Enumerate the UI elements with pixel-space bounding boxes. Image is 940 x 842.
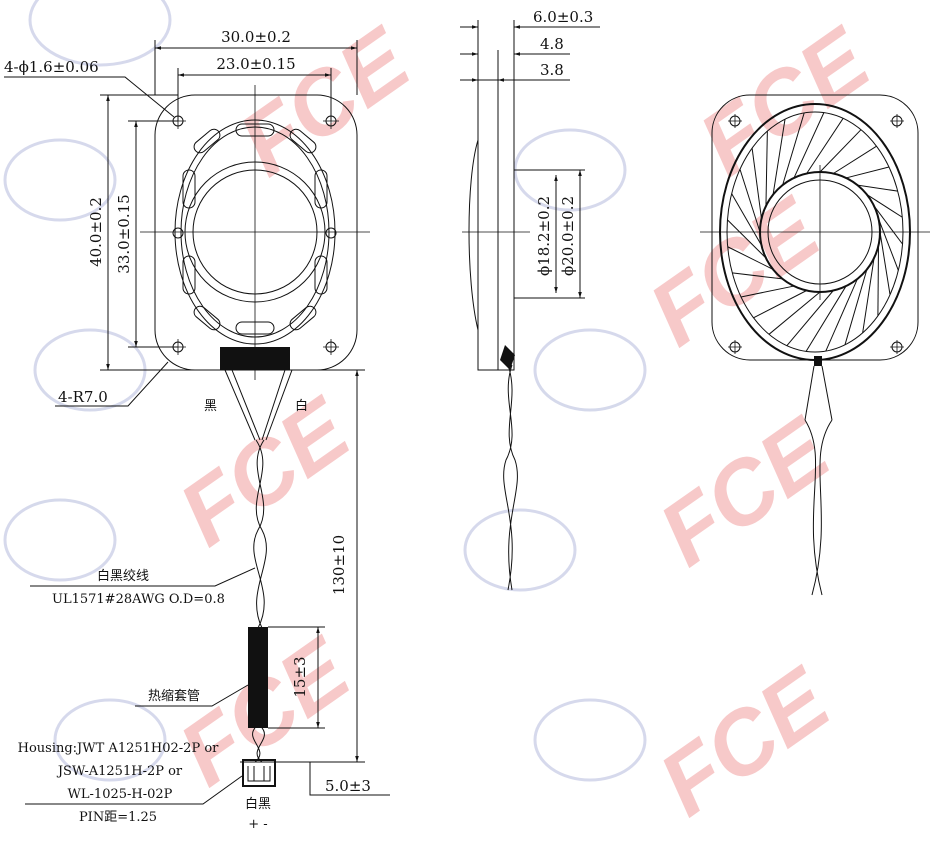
spoke-line [772, 119, 786, 195]
spoke-line [793, 112, 825, 179]
watermark-fce: FCE [642, 399, 849, 586]
front-view: 30.0±0.2 23.0±0.15 4-ϕ1.6±0.06 40.0±0.2 … [4, 28, 390, 832]
outer-dia-dim: ϕ20.0±0.2 [559, 196, 577, 276]
spoke-line [878, 218, 899, 271]
wire-white-label: 白 [295, 398, 308, 414]
twisted-wire [253, 439, 267, 629]
lead-length-dim: 130±10 [330, 535, 348, 595]
radius-dim: 4-R7.0 [58, 388, 108, 406]
spoke-line [782, 112, 805, 186]
spoke-line [786, 290, 834, 347]
connector-housing [242, 759, 276, 787]
watermark-fce: FCE [632, 179, 839, 366]
sleeve-dim: 15±3 [291, 656, 309, 697]
total-depth-dim: 6.0±0.3 [533, 8, 593, 26]
spoke-line [805, 285, 847, 352]
spoke-line [768, 291, 821, 335]
spoke-line [739, 169, 761, 233]
depth-2-dim: 4.8 [540, 35, 564, 53]
spoke-line [727, 246, 774, 270]
spoke-line [877, 245, 879, 316]
spoke-line [845, 166, 890, 179]
pin-pitch: PIN距=1.25 [79, 810, 157, 825]
watermark-fce: FCE [682, 9, 889, 196]
spoke-line [873, 205, 903, 245]
side-view: 6.0±0.3 4.8 3.8 ϕ18.2±0.2 ϕ20.0±0.2 [460, 8, 600, 591]
back-view [700, 94, 930, 596]
cable-label-cn: 白黑绞线 [97, 568, 149, 584]
terminal-tab [220, 347, 290, 370]
cable-label-spec: UL1571#28AWG O.D=0.8 [52, 592, 225, 607]
spoke-line [866, 194, 903, 218]
spoke-line [740, 285, 795, 298]
housing-line-1: Housing:JWT A1251H02-2P or [18, 741, 220, 756]
spoke-line [819, 129, 862, 173]
strip-dim: 5.0±3 [325, 777, 371, 795]
spoke-line [806, 118, 844, 174]
watermark-fce: FCE [642, 649, 849, 836]
spoke-line [765, 131, 768, 206]
depth-3-dim: 3.8 [540, 61, 564, 79]
height-dim: 40.0±0.2 [87, 197, 105, 267]
spoke-line [751, 148, 762, 219]
spoke-line [857, 184, 898, 192]
spoke-line [753, 290, 807, 319]
inner-dia-dim: ϕ18.2±0.2 [535, 196, 553, 276]
width-dim: 30.0±0.2 [221, 28, 291, 46]
spoke-line [731, 193, 762, 246]
holes-dim: 4-ϕ1.6±0.06 [4, 58, 99, 76]
spoke-line [732, 272, 783, 280]
connector-colors: 白黑 [245, 796, 271, 812]
watermark-logo-icon [3, 0, 647, 782]
connector-polarity: + - [248, 817, 267, 832]
wire-black-label: 黑 [204, 399, 217, 414]
hole-spacing-y-dim: 33.0±0.15 [115, 194, 133, 273]
spoke-line [727, 219, 767, 259]
spiral-spokes [727, 112, 903, 352]
spoke-line [833, 145, 877, 174]
spoke-line [825, 278, 858, 352]
spoke-line [862, 257, 875, 333]
watermarks: FCE FCE FCE FCE FCE FCE FCE [3, 0, 889, 836]
housing-line-2: JSW-A1251H-2P or [56, 764, 183, 779]
housing-line-3: WL-1025-H-02P [68, 787, 173, 802]
hole-spacing-x-dim: 23.0±0.15 [216, 55, 295, 73]
heat-shrink-sleeve [248, 627, 268, 728]
sleeve-label: 热缩套管 [148, 688, 200, 704]
spoke-line [844, 269, 868, 345]
spoke-line [879, 231, 891, 295]
